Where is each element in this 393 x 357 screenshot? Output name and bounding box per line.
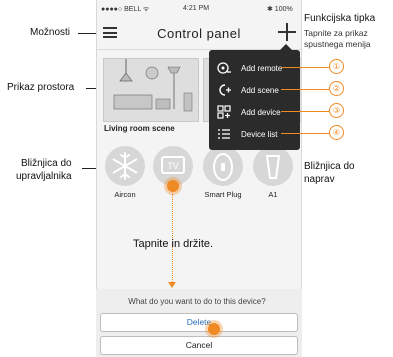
living-room-illustration [104,59,198,121]
status-bar: ●●●●○ BELL ᯤ 4:21 PM ✱ 100% [97,0,301,17]
pointer-line-2 [281,89,329,90]
pointer-line-1 [281,67,329,68]
dropdown-menu: Add remote Add scene Add device Device l… [209,44,303,150]
menu-item-add-device[interactable]: Add device [215,103,303,123]
menu-item-label: Device list [241,130,278,139]
scene-add-icon [219,84,231,96]
scene-card-living-room[interactable] [103,58,199,122]
menu-item-add-scene[interactable]: Add scene [215,81,303,101]
device-add-icon [217,105,231,119]
carrier-signal: ●●●●○ BELL ᯤ [101,6,150,13]
shortcut-label-aircon: Aircon [114,190,136,199]
sensor-icon [265,155,281,179]
shortcut-aircon[interactable] [105,146,145,186]
shortcut-tv[interactable]: TV [153,146,193,186]
pointer-line-4 [281,133,329,134]
menu-item-label: Add remote [241,64,283,73]
tap-arrow [168,282,176,288]
number-badge-3: ③ [329,103,344,118]
callout-function-key: Funkcijska tipka [304,13,376,24]
delete-button[interactable]: Delete [100,313,298,332]
add-plus-icon[interactable] [277,22,297,42]
page-title: Control panel [157,26,241,41]
callout-function-desc-2: spustnega menija [304,39,371,49]
callout-device-shortcut-1: Bližnjica do [304,161,355,172]
number-badge-1: ① [329,59,344,74]
number-badge-4: ④ [329,125,344,140]
menu-item-device-list[interactable]: Device list [215,125,303,145]
remote-add-icon [217,62,231,74]
tap-indicator-delete [208,323,220,335]
callout-options-line [78,33,100,34]
callout-remote-shortcut-1: Bližnjica do [21,158,72,169]
tap-dotted-line [172,194,173,286]
scene-label-living-room: Living room scene [104,124,175,133]
tap-hold-hint: Tapnite in držite. [133,238,214,250]
shortcut-label-smart-plug: Smart Plug [204,190,242,199]
status-time: 4:21 PM [183,5,210,12]
snowflake-icon [112,152,138,180]
tv-icon: TV [161,156,185,174]
shortcut-a1[interactable] [253,146,293,186]
shortcut-smart-plug[interactable] [203,146,243,186]
nav-bar: Control panel [97,17,301,50]
callout-remote-line [82,168,104,169]
menu-item-add-remote[interactable]: Add remote [215,59,303,79]
callout-device-shortcut-2: naprav [304,174,335,185]
cancel-button[interactable]: Cancel [100,336,298,355]
tap-indicator [167,180,179,192]
callout-function-desc-1: Tapnite za prikaz [304,28,368,38]
callout-options: Možnosti [30,27,71,38]
tv-icon-text: TV [167,161,179,171]
callout-room-view: Prikaz prostora [7,82,75,93]
callout-remote-shortcut-2: upravljalnika [16,171,72,182]
number-badge-2: ② [329,81,344,96]
menu-item-label: Add device [241,108,281,117]
plug-icon [213,153,233,181]
pointer-line-3 [281,111,329,112]
action-sheet-title: What do you want to do to this device? [128,297,266,306]
shortcut-label-a1: A1 [268,190,278,199]
menu-item-label: Add scene [241,86,279,95]
menu-icon[interactable] [103,27,117,38]
battery-status: ✱ 100% [267,6,293,13]
list-icon [218,129,230,139]
